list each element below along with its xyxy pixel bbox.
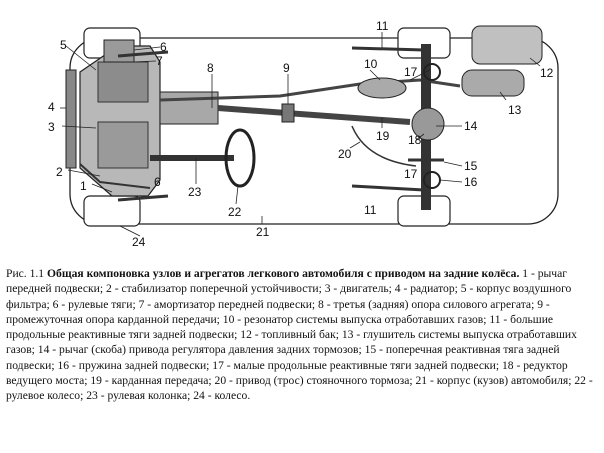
engine-detail-top [97, 61, 149, 103]
caption-prefix: Рис. 1.1 [6, 267, 47, 280]
callout-5: 5 [60, 38, 67, 52]
callout-24: 24 [132, 235, 146, 249]
callout-6-bottom: 6 [154, 175, 161, 189]
callout-19: 19 [376, 129, 390, 143]
callout-4: 4 [48, 100, 55, 114]
rear-axle-gearbox [411, 107, 445, 141]
callout-22: 22 [228, 205, 242, 219]
leader-6 [133, 46, 161, 51]
caption-title: Общая компоновка узлов и агрегатов легко… [47, 267, 520, 280]
callout-21: 21 [256, 225, 270, 239]
leader-5 [65, 45, 97, 71]
callout-7: 7 [156, 54, 163, 68]
callout-17-top: 17 [404, 65, 418, 79]
stabilizer-bar [79, 163, 151, 189]
callout-15: 15 [464, 159, 478, 173]
callout-11-bottom: 11 [364, 203, 377, 217]
figure-caption: Рис. 1.1 Общая компоновка узлов и агрега… [6, 266, 598, 404]
caption-legend: 1 - рычаг передней подвески; 2 - стабили… [6, 267, 593, 403]
callout-11-top: 11 [376, 19, 389, 33]
front-suspension-arm-upper [117, 50, 169, 58]
callout-20: 20 [338, 147, 352, 161]
leader-2 [67, 169, 101, 177]
front-suspension-arm-lower [117, 194, 169, 202]
leader-1 [91, 183, 113, 193]
leader-20 [349, 141, 361, 149]
callout-3: 3 [48, 120, 55, 134]
steering-wheel [224, 128, 256, 188]
callout-10: 10 [364, 57, 378, 71]
driveshaft [217, 105, 411, 125]
callout-18: 18 [408, 133, 422, 147]
leader-17 [409, 69, 431, 81]
gearbox [159, 91, 219, 125]
callout-14: 14 [464, 119, 478, 133]
fuel-tank [471, 25, 543, 65]
front-right-wheel [83, 195, 141, 227]
exhaust-pipe [159, 78, 461, 102]
rear-spring-left [423, 63, 441, 81]
rear-long-link-bottom [351, 184, 425, 192]
leader-3 [61, 125, 97, 129]
leader-7 [131, 60, 157, 63]
callout-8: 8 [207, 61, 214, 75]
callout-6-top: 6 [160, 40, 167, 54]
radiator [65, 69, 77, 169]
callout-13: 13 [508, 103, 522, 117]
intermediate-support [281, 103, 295, 123]
callout-16: 16 [464, 175, 478, 189]
air-filter-housing [103, 39, 135, 63]
callout-12: 12 [540, 66, 554, 80]
leader-13 [499, 91, 507, 101]
callout-1: 1 [80, 179, 87, 193]
leader-12 [529, 57, 541, 67]
leader-16 [439, 179, 463, 183]
resonator [357, 77, 407, 99]
callout-2: 2 [56, 165, 63, 179]
rear-long-link-top [351, 46, 425, 52]
callout-23: 23 [188, 185, 202, 199]
muffler [461, 69, 525, 97]
callout-9: 9 [283, 61, 290, 75]
parking-brake-cable [351, 125, 417, 167]
callout-17-bottom: 17 [404, 167, 418, 181]
leader-10 [369, 69, 381, 81]
vehicle-layout-diagram: 1 2 3 4 5 6 7 6 8 9 10 11 12 13 14 15 16… [48, 19, 559, 249]
leader-22 [235, 185, 239, 205]
leader-15 [443, 161, 463, 167]
leader-18 [415, 133, 425, 141]
leader-24 [119, 225, 141, 237]
engine-detail-bottom [97, 121, 149, 169]
